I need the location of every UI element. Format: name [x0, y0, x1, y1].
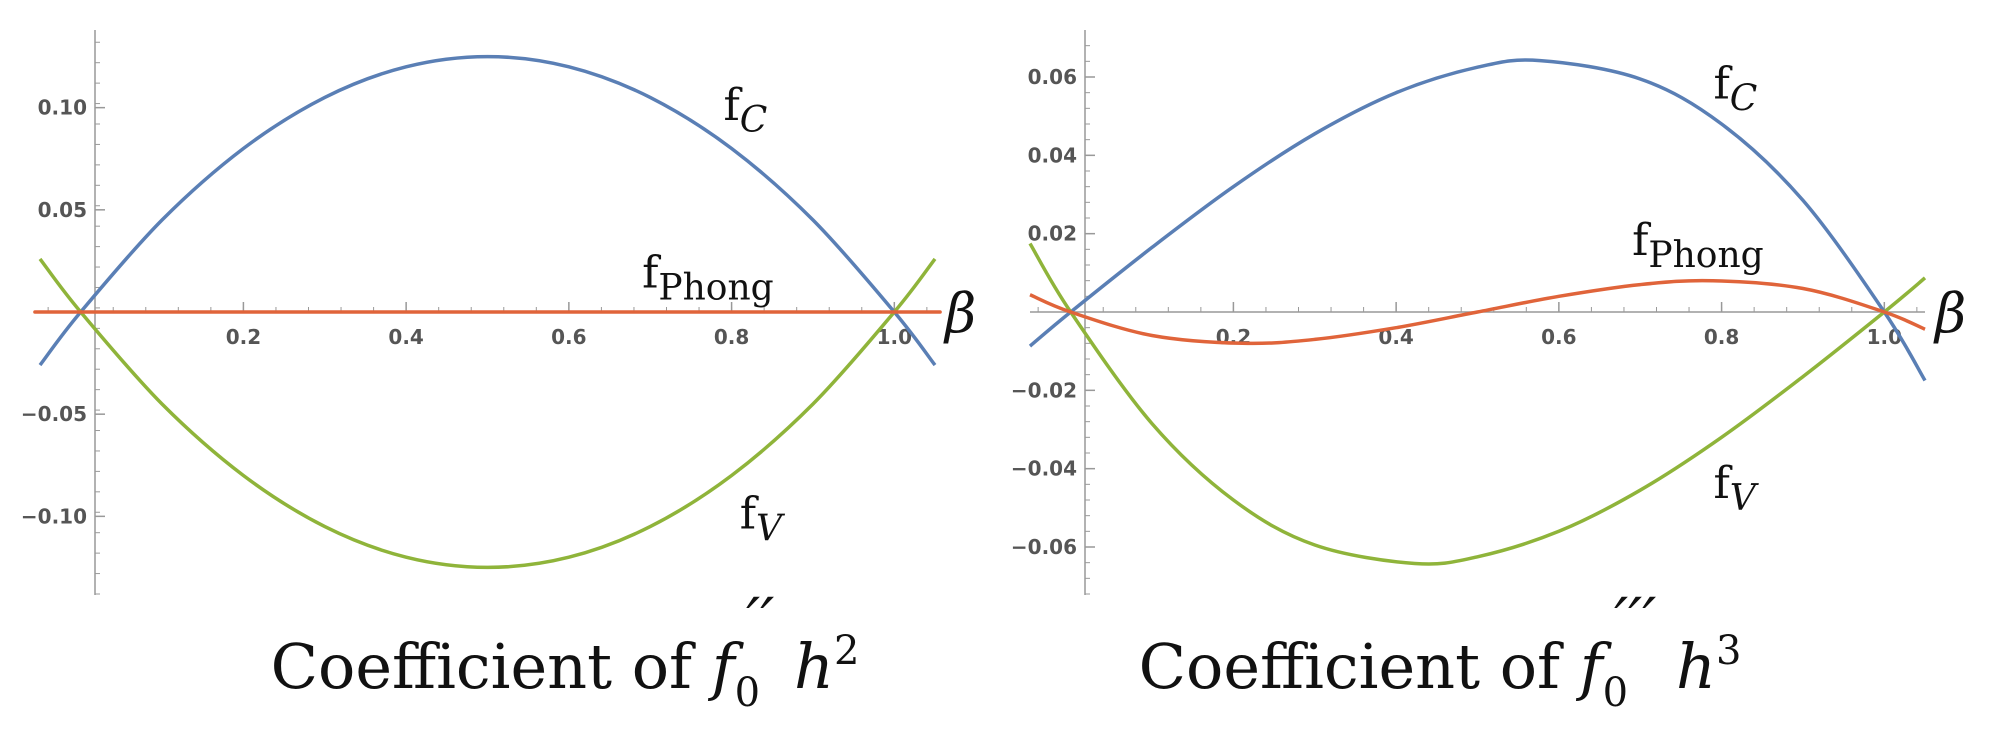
x-axis-label: β [943, 282, 976, 345]
label-fV: fV [1713, 458, 1759, 519]
x-tick-label: 0.8 [714, 325, 749, 349]
x-tick-label: 0.6 [551, 325, 586, 349]
label-fC: fC [723, 80, 767, 141]
y-tick-label: −0.02 [1011, 378, 1077, 402]
label-fPhong: fPhong [642, 247, 774, 308]
label-fPhong: fPhong [1632, 215, 1764, 276]
panel-caption: Coefficient of f0′′′ h3 [1139, 584, 1742, 716]
series-fV-line [38, 257, 937, 570]
x-tick-label: 0.8 [1704, 325, 1739, 349]
y-tick-label: −0.06 [1011, 535, 1077, 559]
y-tick-label: 0.04 [1028, 143, 1077, 167]
series-fC-line [1028, 58, 1927, 382]
y-tick-label: 0.02 [1028, 222, 1077, 246]
y-tick-label: 0.05 [38, 198, 87, 222]
y-tick-label: 0.06 [1028, 65, 1077, 89]
label-fV: fV [740, 489, 786, 550]
series-fV-line [1028, 242, 1927, 566]
x-tick-label: 0.4 [388, 325, 423, 349]
series-fPhong-line [1029, 278, 1926, 346]
y-tick-label: −0.10 [21, 504, 87, 528]
y-tick-label: −0.04 [1011, 457, 1077, 481]
x-tick-label: 0.2 [226, 325, 261, 349]
x-axis-label: β [1933, 282, 1966, 345]
x-tick-label: 0.2 [1216, 325, 1251, 349]
label-fC: fC [1713, 59, 1757, 120]
y-tick-label: −0.05 [21, 402, 87, 426]
series-fC-line [38, 54, 937, 367]
y-tick-label: 0.10 [38, 96, 87, 120]
panel-caption: Coefficient of f0′′ h2 [271, 584, 860, 716]
x-tick-label: 0.6 [1541, 325, 1576, 349]
